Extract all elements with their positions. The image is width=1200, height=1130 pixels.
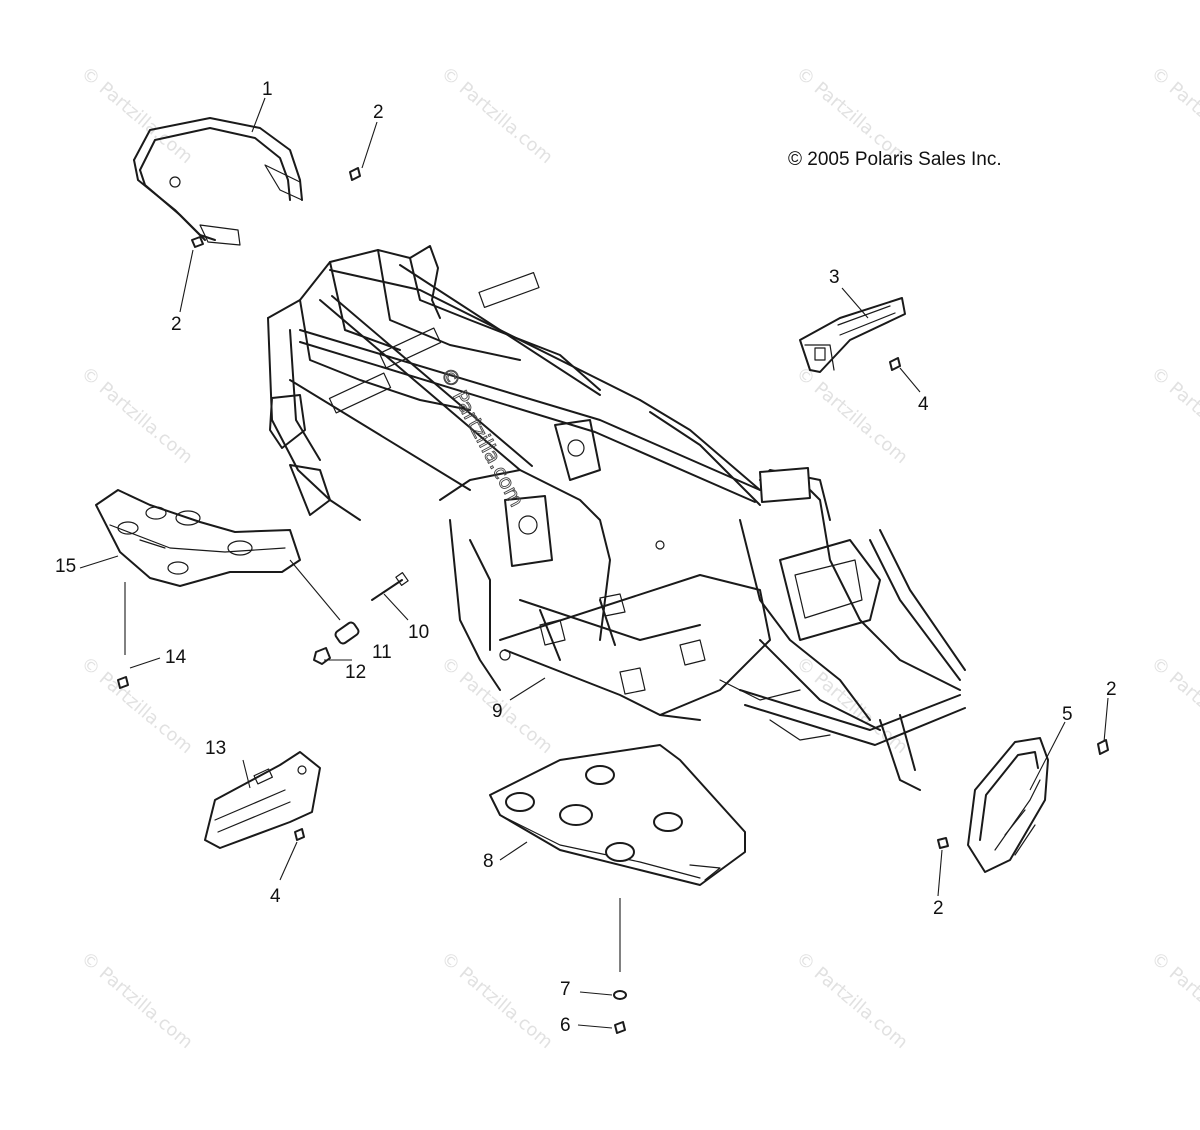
copyright-notice: © 2005 Polaris Sales Inc. (788, 149, 1002, 170)
callout-2: 2 (373, 102, 384, 123)
watermark: © Partzilla.com (792, 363, 912, 468)
callout-11: 11 (372, 642, 392, 663)
watermark: © Partzilla.com (792, 653, 912, 758)
callout-4: 4 (270, 886, 281, 907)
callout-4: 4 (918, 394, 929, 415)
leader-lines (79, 97, 1109, 1029)
callout-15: 15 (55, 556, 76, 577)
callout-5: 5 (1062, 704, 1073, 725)
part-3-footrest-bracket (799, 297, 906, 373)
watermark: © Partzilla.com (77, 63, 197, 168)
part-13-footrest-bracket (204, 751, 321, 849)
watermark: © Partzilla.com (77, 363, 197, 468)
callout-9: 9 (492, 701, 503, 722)
watermark: © Partzilla.com (1147, 363, 1200, 468)
watermark-layer: © Partzilla.com © Partzilla.com © Partzi… (77, 63, 1200, 1053)
watermark: © Partzilla.com (792, 948, 912, 1053)
callout-10: 10 (408, 622, 429, 643)
callout-6: 6 (560, 1015, 571, 1036)
callout-2: 2 (171, 314, 182, 335)
hardware-parts (117, 167, 1109, 1034)
watermark: © Partzilla.com (1147, 948, 1200, 1053)
watermark: © Partzilla.com (437, 948, 557, 1053)
callout-2: 2 (1106, 679, 1117, 700)
callout-1: 1 (262, 79, 273, 100)
watermark: © Partzilla.com (437, 63, 557, 168)
part-5-front-bumper (967, 737, 1049, 873)
callout-13: 13 (205, 738, 226, 759)
watermark: © Partzilla.com (77, 653, 197, 758)
callout-14: 14 (165, 647, 187, 668)
part-15-rear-skid-plate (95, 489, 301, 587)
callout-3: 3 (829, 267, 840, 288)
callout-8: 8 (483, 851, 494, 872)
part-1-grab-bar (133, 117, 303, 246)
watermark: © Partzilla.com (1147, 63, 1200, 168)
watermark: © Partzilla.com (1147, 653, 1200, 758)
callout-labels: 1 2 2 2 2 3 4 4 5 6 7 8 9 10 11 12 13 14… (55, 79, 1117, 1036)
main-frame-illustration (267, 245, 966, 791)
part-8-front-skid-plate (489, 744, 746, 886)
callout-12: 12 (345, 662, 366, 683)
watermark: © Partzilla.com (77, 948, 197, 1053)
callout-2: 2 (933, 898, 944, 919)
callout-7: 7 (560, 979, 571, 1000)
